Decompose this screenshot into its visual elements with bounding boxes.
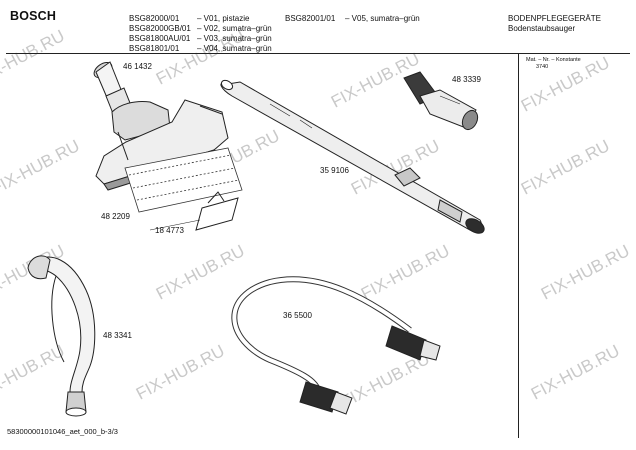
model-number: BSG81800AU/01 xyxy=(129,34,191,43)
brand-logo: BOSCH xyxy=(10,9,57,23)
watermark-text: FIX-HUB.RU xyxy=(0,136,83,198)
part-number-suction-hose: 36 5500 xyxy=(283,311,312,320)
header-divider xyxy=(6,53,630,54)
model-variant: – V01, pistazie xyxy=(197,14,250,23)
model-row: BSG81800AU/01 – V03, sumatra–grün xyxy=(129,34,272,44)
watermark-layer: FIX-HUB.RU FIX-HUB.RU FIX-HUB.RU FIX-HUB… xyxy=(0,26,633,411)
model-number: BSG82000GB/01 xyxy=(129,24,191,33)
model-variant: – V02, sumatra–grün xyxy=(197,24,272,33)
category-subtitle: Bodenstaubsauger xyxy=(508,24,576,33)
material-label: Mat. – Nr. – Konstante xyxy=(526,57,581,63)
material-value: 3740 xyxy=(536,64,549,70)
model-number: BSG82001/01 xyxy=(285,14,336,23)
part-number-nozzle-strip: 18 4773 xyxy=(155,226,184,235)
part-number-foil-sheet: 48 2209 xyxy=(101,212,130,221)
part-number-telescopic-tube: 35 9106 xyxy=(320,166,349,175)
category-block: BODENPFLEGEGERÄTE Bodenstaubsauger xyxy=(508,14,601,34)
model-row: BSG82000/01 – V01, pistazie xyxy=(129,14,272,24)
model-list: BSG82000/01 – V01, pistazie BSG82000GB/01… xyxy=(129,14,272,54)
suction-hose-drawing xyxy=(231,276,441,415)
model-variant: – V03, sumatra–grün xyxy=(197,34,272,43)
watermark-text: FIX-HUB.RU xyxy=(0,341,68,403)
material-constant: Mat. – Nr. – Konstante 3740 xyxy=(526,57,581,71)
watermark-text: FIX-HUB.RU xyxy=(153,241,248,303)
part-number-crevice-brush-tool: 48 3339 xyxy=(452,75,481,84)
telescopic-tube-drawing xyxy=(220,79,485,234)
model-variant: – V04, sumatra–grün xyxy=(197,44,272,53)
model-row: BSG82000GB/01 – V02, sumatra–grün xyxy=(129,24,272,34)
watermark-text: FIX-HUB.RU xyxy=(133,341,228,403)
watermark-text: FIX-HUB.RU xyxy=(528,341,623,403)
watermark-text: FIX-HUB.RU xyxy=(518,136,613,198)
category-title: BODENPFLEGEGERÄTE xyxy=(508,14,601,23)
foil-drawing xyxy=(124,147,243,213)
hose-handle-drawing xyxy=(27,255,96,417)
watermark-text: FIX-HUB.RU xyxy=(538,241,633,303)
model-number: BSG82000/01 xyxy=(129,14,180,23)
model-number: BSG81801/01 xyxy=(129,44,180,53)
side-divider xyxy=(518,53,519,438)
part-number-hose-handle: 48 3341 xyxy=(103,331,132,340)
crevice-brush-tool-drawing xyxy=(403,71,479,131)
document-id: 58300000101046_aet_000_b-3/3 xyxy=(7,427,118,436)
nozzle-strip-drawing xyxy=(149,191,239,231)
part-number-floor-nozzle: 46 1432 xyxy=(123,62,152,71)
watermark-text: FIX-HUB.RU xyxy=(0,26,68,88)
watermark-text: FIX-HUB.RU xyxy=(358,241,453,303)
model-row: BSG81801/01 – V04, sumatra–grün xyxy=(129,44,272,54)
model-row-right: BSG82001/01 – V05, sumatra–grün xyxy=(285,14,420,24)
model-variant: – V05, sumatra–grün xyxy=(345,14,420,23)
